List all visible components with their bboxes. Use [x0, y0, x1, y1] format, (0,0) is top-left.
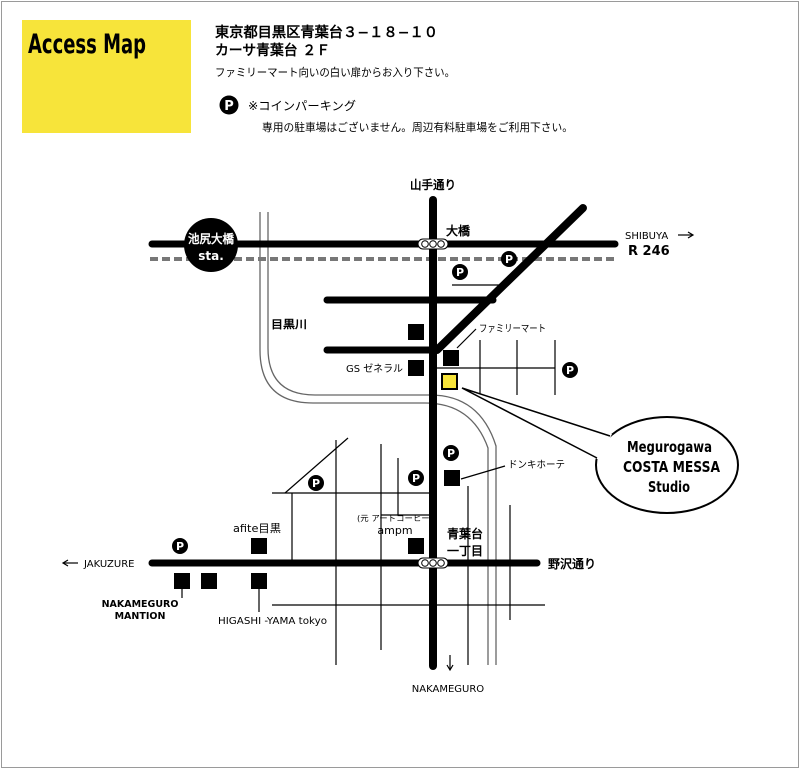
nakameguro-mantion-label-2: MANTION: [115, 611, 166, 622]
direction-label-jakuzure: JAKUZURE: [83, 559, 134, 570]
don-quijote-leader: [460, 465, 506, 480]
ampm-label: ampm: [377, 524, 412, 537]
address-line-1: 東京都目黒区青葉台３−１８−１０: [215, 24, 438, 41]
station-marker: 池尻大橋 sta.: [184, 218, 238, 272]
parking-icon-letter: P: [505, 253, 513, 266]
parking-icon: P: [219, 95, 239, 115]
parking-icon-letter: P: [312, 477, 320, 490]
road-label-r246: R 246: [628, 244, 670, 259]
place-label-itchome: 一丁目: [447, 544, 483, 558]
address-line-2: カーサ青葉台 ２Ｆ: [215, 42, 330, 59]
road-label-yamate: 山手通り: [410, 177, 456, 192]
studio-name-line-1: Megurogawa: [627, 438, 712, 456]
parking-icon-letter: P: [566, 364, 574, 377]
nakameguro-mantion-label-1: NAKAMEGURO: [102, 599, 179, 610]
river-label: 目黒川: [271, 318, 307, 331]
minor-streets: [272, 284, 556, 665]
meguro-river: [259, 212, 497, 665]
ampm-former-label: (元 アートコーヒー): [357, 514, 433, 523]
gs-general-marker: [408, 360, 424, 376]
nakameguro-mantion-marker: [174, 573, 190, 589]
family-mart-marker: [443, 350, 459, 366]
station-suffix: sta.: [198, 249, 224, 263]
parking-icon: P: [562, 362, 578, 378]
family-mart-label: ファミリーマート: [479, 324, 546, 335]
afite-marker: [251, 538, 267, 554]
don-quijote-marker: [444, 470, 460, 486]
pedestrian-bridge-icon: [417, 238, 449, 250]
arrow-right-icon: [678, 231, 695, 239]
afite-label: afite目黒: [233, 522, 281, 535]
parking-legend-label: ※コインパーキング: [248, 99, 356, 113]
page-title: Access Map: [28, 29, 146, 60]
road-diagonal: [433, 204, 587, 354]
pedestrian-bridge-icon: [417, 557, 449, 569]
parking-icon-letter: P: [176, 540, 184, 553]
direction-label-nakameguro: NAKAMEGURO: [412, 684, 485, 695]
parking-icon-letter: P: [447, 447, 455, 460]
parking-icon: P: [408, 470, 424, 486]
higashi-yama-marker: [251, 573, 267, 589]
parking-icon-letter: P: [224, 99, 234, 114]
studio-name-line-3: Studio: [648, 478, 690, 496]
studio-callout: Megurogawa COSTA MESSA Studio: [461, 387, 739, 514]
building-square: [201, 573, 217, 589]
arrow-down-icon: [446, 655, 454, 672]
parking-icon: P: [501, 251, 517, 267]
direction-label-shibuya: SHIBUYA: [625, 231, 668, 242]
don-quijote-label: ドンキホーテ: [508, 459, 565, 471]
station-name: 池尻大橋: [188, 231, 235, 246]
parking-icon: P: [308, 475, 324, 491]
parking-note: 専用の駐車場はございません。周辺有料駐車場をご利用下さい。: [262, 120, 573, 134]
parking-icon: P: [452, 264, 468, 280]
studio-marker: [441, 373, 458, 390]
studio-name-line-2: COSTA MESSA: [623, 458, 720, 476]
ampm-marker: [408, 538, 424, 554]
parking-icon: P: [172, 538, 188, 554]
title-box: [22, 20, 191, 133]
building-square: [408, 324, 424, 340]
parking-icon-letter: P: [412, 472, 420, 485]
higashi-yama-label: HIGASHI -YAMA tokyo: [218, 616, 327, 627]
place-label-aobadai: 青葉台: [447, 526, 483, 541]
family-mart-leader: [456, 328, 477, 349]
parking-icon-letter: P: [456, 266, 464, 279]
entrance-note: ファミリーマート向いの白い扉からお入り下さい。: [215, 65, 455, 79]
arrow-left-icon: [61, 559, 78, 567]
gs-general-label: GS ゼネラル: [346, 363, 403, 375]
place-label-ohashi: 大橋: [446, 223, 471, 238]
road-label-nozawa: 野沢通り: [548, 556, 596, 571]
parking-icon: P: [443, 445, 459, 461]
